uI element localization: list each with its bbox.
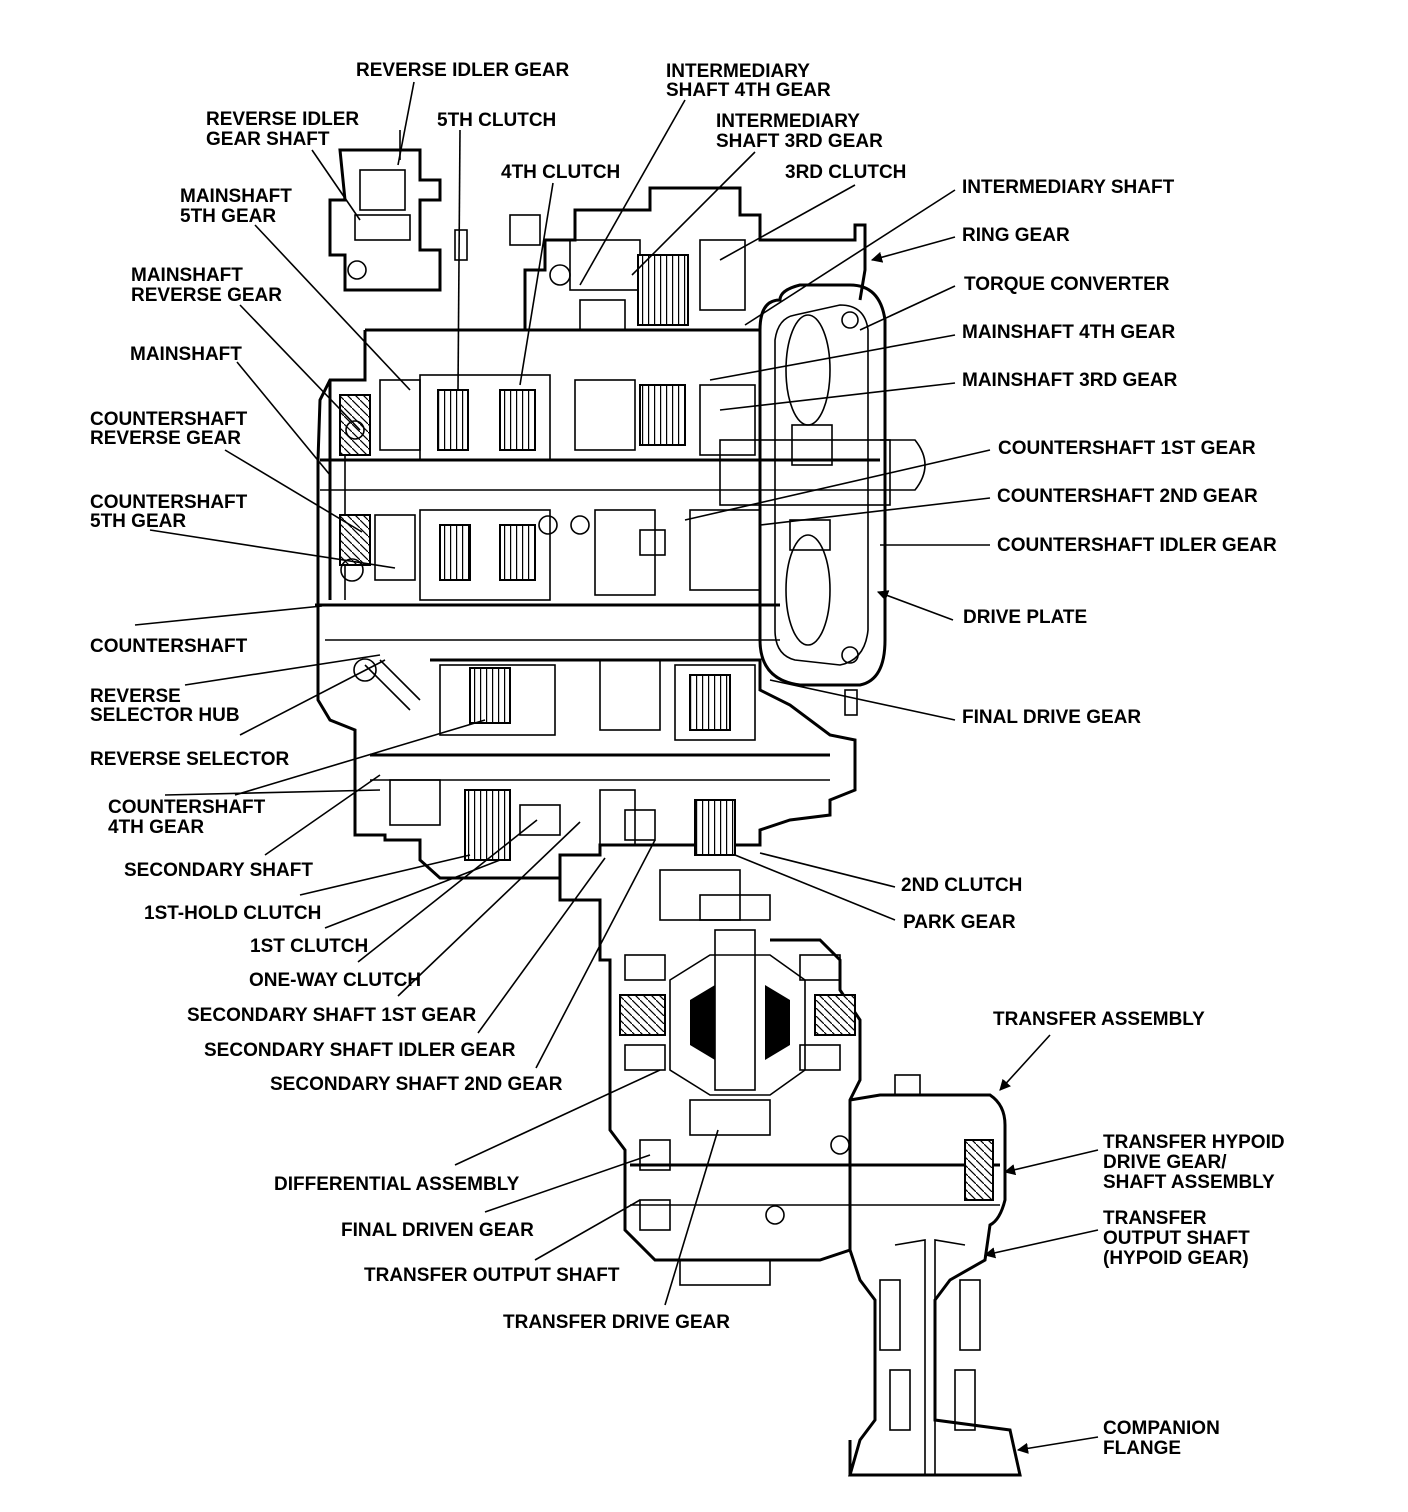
label-ring-gear: RING GEAR — [962, 225, 1070, 246]
label-countershaft: COUNTERSHAFT — [90, 636, 248, 657]
label-countershaft-reverse-gear-line2: REVERSE GEAR — [90, 428, 241, 449]
label-mainshaft-4th-gear: MAINSHAFT 4TH GEAR — [962, 322, 1176, 343]
label-intermediary-shaft-4th-gear-line1: INTERMEDIARY — [666, 61, 810, 82]
label-torque-converter: TORQUE CONVERTER — [964, 274, 1170, 295]
label-companion-flange-line2: FLANGE — [1103, 1438, 1181, 1459]
label-countershaft-4th-gear-line1: COUNTERSHAFT — [108, 797, 266, 818]
label-countershaft-reverse-gear-line1: COUNTERSHAFT — [90, 409, 248, 430]
reverse-idler-bracket — [328, 130, 468, 292]
label-mainshaft-reverse-gear-line2: REVERSE GEAR — [131, 285, 282, 306]
label-mainshaft-5th-gear-line2: 5TH GEAR — [180, 206, 276, 227]
label-countershaft-5th-gear-line1: COUNTERSHAFT — [90, 492, 248, 513]
label-companion-flange-line1: COMPANION — [1103, 1418, 1220, 1439]
label-intermediary-shaft: INTERMEDIARY SHAFT — [962, 177, 1175, 198]
transmission-drawing — [315, 130, 1022, 1477]
label-secondary-shaft-idler-gear: SECONDARY SHAFT IDLER GEAR — [204, 1040, 516, 1061]
label-transfer-assembly: TRANSFER ASSEMBLY — [993, 1009, 1205, 1030]
label-reverse-selector: REVERSE SELECTOR — [90, 749, 289, 770]
label-secondary-shaft-1st-gear: SECONDARY SHAFT 1ST GEAR — [187, 1005, 477, 1026]
label-mainshaft-3rd-gear: MAINSHAFT 3RD GEAR — [962, 370, 1178, 391]
leader-lines — [134, 81, 1099, 1454]
countershaft-row — [339, 509, 761, 601]
label-mainshaft: MAINSHAFT — [130, 344, 242, 365]
label-3rd-clutch: 3RD CLUTCH — [785, 162, 906, 183]
label-2nd-clutch: 2ND CLUTCH — [901, 875, 1022, 896]
torque-converter-drawing — [758, 283, 926, 716]
main-housing — [315, 328, 891, 930]
label-transfer-hypoid-drive-gear-line3: SHAFT ASSEMBLY — [1103, 1172, 1275, 1193]
label-reverse-idler-gear-shaft-line1: REVERSE IDLER — [206, 109, 359, 130]
label-transfer-output-shaft-hypoid-line1: TRANSFER — [1103, 1208, 1207, 1229]
label-park-gear: PARK GEAR — [903, 912, 1016, 933]
differential-drawing — [598, 869, 862, 1262]
label-1st-clutch: 1ST CLUTCH — [250, 936, 368, 957]
secondary-shaft-row — [353, 658, 857, 878]
label-countershaft-4th-gear-line2: 4TH GEAR — [108, 817, 204, 838]
label-final-drive-gear: FINAL DRIVE GEAR — [962, 707, 1141, 728]
label-one-way-clutch: ONE-WAY CLUTCH — [249, 970, 421, 991]
label-differential-assembly: DIFFERENTIAL ASSEMBLY — [274, 1174, 520, 1195]
label-transfer-output-shaft-hypoid-line2: OUTPUT SHAFT — [1103, 1228, 1250, 1249]
label-5th-clutch: 5TH CLUTCH — [437, 110, 556, 131]
label-transfer-hypoid-drive-gear-line2: DRIVE GEAR/ — [1103, 1152, 1227, 1173]
labels: REVERSE IDLER GEAR INTERMEDIARY SHAFT 4T… — [90, 60, 1285, 1459]
label-countershaft-idler-gear: COUNTERSHAFT IDLER GEAR — [997, 535, 1277, 556]
label-4th-clutch: 4TH CLUTCH — [501, 162, 620, 183]
upper-housing — [365, 186, 867, 340]
label-intermediary-shaft-3rd-gear-line2: SHAFT 3RD GEAR — [716, 131, 883, 152]
label-secondary-shaft-2nd-gear: SECONDARY SHAFT 2ND GEAR — [270, 1074, 563, 1095]
label-countershaft-1st-gear: COUNTERSHAFT 1ST GEAR — [998, 438, 1256, 459]
label-mainshaft-5th-gear-line1: MAINSHAFT — [180, 186, 292, 207]
transfer-assembly-drawing — [630, 1074, 1022, 1477]
label-reverse-selector-hub-line1: REVERSE — [90, 686, 181, 707]
label-drive-plate: DRIVE PLATE — [963, 607, 1087, 628]
label-countershaft-5th-gear-line2: 5TH GEAR — [90, 511, 186, 532]
label-intermediary-shaft-3rd-gear-line1: INTERMEDIARY — [716, 111, 860, 132]
label-reverse-idler-gear-shaft-line2: GEAR SHAFT — [206, 129, 330, 150]
mainshaft-clutch-packs — [339, 374, 756, 461]
label-transfer-drive-gear: TRANSFER DRIVE GEAR — [503, 1312, 730, 1333]
label-transfer-output-shaft-hypoid-line3: (HYPOID GEAR) — [1103, 1248, 1249, 1269]
label-intermediary-shaft-4th-gear-line2: SHAFT 4TH GEAR — [666, 80, 831, 101]
label-1st-hold-clutch: 1ST-HOLD CLUTCH — [144, 903, 321, 924]
label-mainshaft-reverse-gear-line1: MAINSHAFT — [131, 265, 243, 286]
label-transfer-output-shaft: TRANSFER OUTPUT SHAFT — [364, 1265, 620, 1286]
label-secondary-shaft: SECONDARY SHAFT — [124, 860, 313, 881]
label-reverse-idler-gear: REVERSE IDLER GEAR — [356, 60, 570, 81]
label-final-driven-gear: FINAL DRIVEN GEAR — [341, 1220, 534, 1241]
label-countershaft-2nd-gear: COUNTERSHAFT 2ND GEAR — [997, 486, 1258, 507]
label-transfer-hypoid-drive-gear-line1: TRANSFER HYPOID — [1103, 1132, 1285, 1153]
label-reverse-selector-hub-line2: SELECTOR HUB — [90, 705, 240, 726]
